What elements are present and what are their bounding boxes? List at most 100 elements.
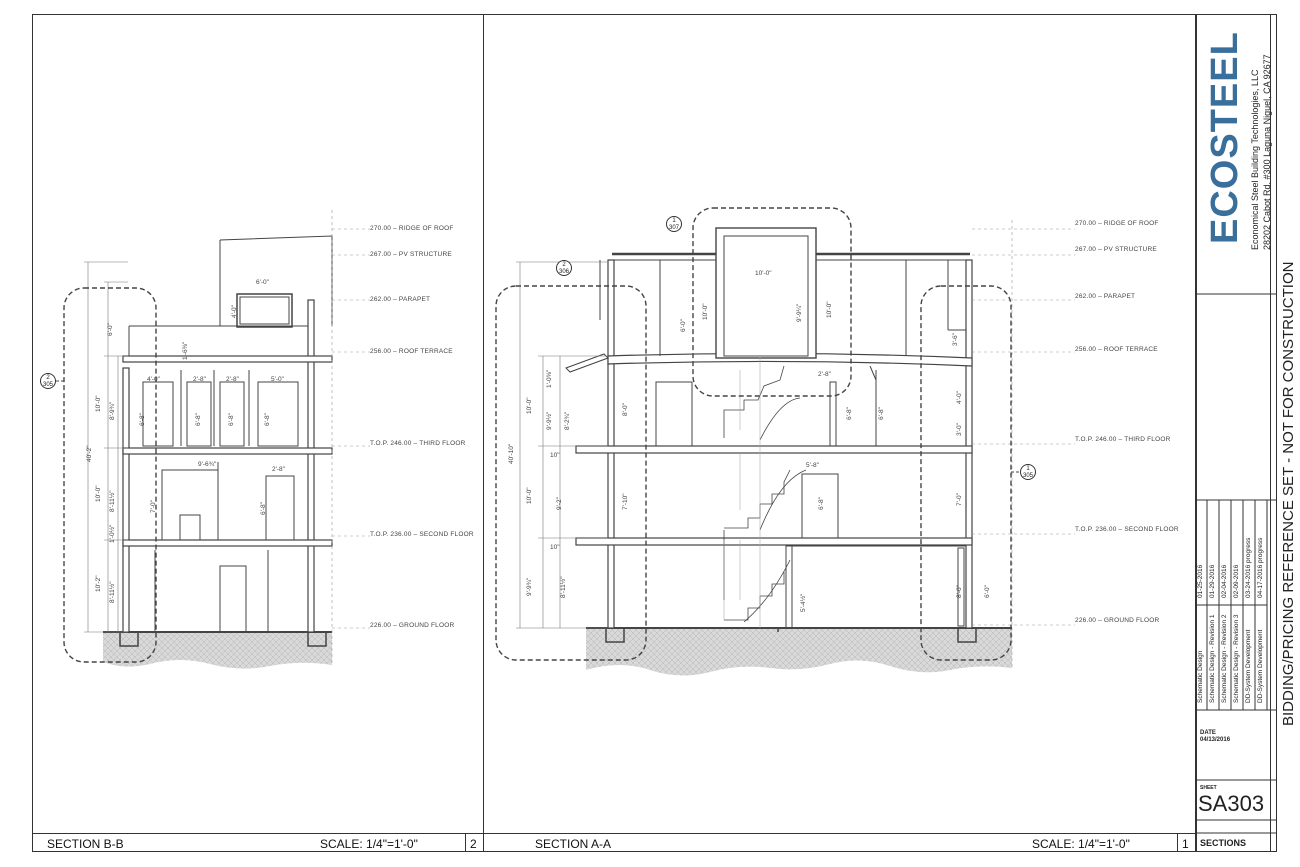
dim-door6-b: 7'-0" [150, 500, 157, 513]
title-block-inner-border [1270, 15, 1271, 851]
level-elev: 262.00 [1075, 293, 1097, 300]
dim-h4-a: 8'-11½" [560, 576, 567, 599]
dim-top-a: 1'-0⅝" [546, 369, 553, 388]
dim-room2-b: 2'-8" [193, 376, 206, 383]
level-label-a-pv: 267.00 – PV STRUCTURE [1075, 246, 1157, 253]
dim-d1-a: 8'-0" [622, 403, 629, 416]
level-label-b-ground: 226.00 – GROUND FLOOR [370, 622, 455, 629]
dim-pv-a: 6'-0" [680, 319, 687, 332]
revision-label: Schematic Design - Revision 3 [1233, 614, 1240, 703]
dim-second-b: 10'-0" [95, 485, 102, 502]
logo-wordmark: ECOSTEEL [1204, 31, 1246, 244]
reference-stamp: BIDDING/PRICING REFERENCE SET - NOT FOR … [1280, 261, 1297, 726]
dim-pent-w-a: 10'-0" [755, 270, 772, 277]
dim-r4-a: 7'-0" [956, 493, 963, 506]
dim-stair-w-a: 2'-8" [818, 371, 831, 378]
level-label-a-roof-terrace: 256.00 – ROOF TERRACE [1075, 346, 1158, 353]
level-label-a-ridge: 270.00 – RIDGE OF ROOF [1075, 220, 1159, 227]
dim-room5-b: 9'-6¾" [198, 461, 217, 468]
level-name: ROOF TERRACE [398, 348, 453, 355]
date-value: 04/13/2016 [1200, 737, 1231, 743]
dim-d6-a: 6'-8" [818, 497, 825, 510]
date-label: DATE [1200, 730, 1216, 736]
level-label-a-second: T.O.P. 236.00 – SECOND FLOOR [1075, 526, 1179, 533]
view-title-section-a: SECTION A-A [535, 837, 612, 851]
level-name: PV STRUCTURE [398, 251, 452, 258]
callout-sheet: 305 [1022, 473, 1033, 479]
revision-label: Schematic Design - Revision 1 [1209, 614, 1216, 703]
sheet-label: SHEET [1200, 785, 1217, 791]
dim-pent-h1-a: 10'-0" [702, 303, 709, 320]
view-divider [483, 15, 484, 851]
level-elev: T.O.P. 246.00 [1075, 436, 1117, 443]
level-label-a-third: T.O.P. 246.00 – THIRD FLOOR [1075, 436, 1171, 443]
level-label-b-pv: 267.00 – PV STRUCTURE [370, 251, 452, 258]
revision-date: 02-09-2016 [1233, 564, 1240, 598]
dim-h3-b: 8'-11½" [109, 581, 116, 604]
sheet-number: SA303 [1198, 791, 1265, 816]
dim-h1-b: 8'-9¾" [109, 401, 116, 420]
dim-parapet-b: 6'-0" [107, 323, 114, 336]
sheet-title: SECTIONS [1200, 838, 1247, 848]
soil-hatch-b [103, 632, 332, 669]
ecosteel-logo: ECOSTEEL [1202, 31, 1246, 246]
revision-label: DD-System Development [1257, 629, 1264, 703]
revision-date: 02-04-2016 [1221, 564, 1228, 598]
revision-label: Schematic Design [1197, 650, 1204, 703]
view-number-section-a: 1 [1182, 837, 1189, 851]
dim-window-w-b: 6'-0" [256, 279, 269, 286]
dim-d4-a: 6'-8" [878, 407, 885, 420]
level-label-b-roof-terrace: 256.00 – ROOF TERRACE [370, 348, 453, 355]
level-elev: T.O.P. 246.00 [370, 440, 412, 447]
dim-room6-b: 2'-8" [272, 466, 285, 473]
revision-label: DD-System Development [1245, 629, 1252, 703]
dim-h2-b: 8'-11½" [109, 490, 116, 513]
level-name: PV STRUCTURE [1103, 246, 1157, 253]
level-label-a-ground: 226.00 – GROUND FLOOR [1075, 617, 1160, 624]
view-scale-section-a: SCALE: 1/4"=1'-0" [1032, 837, 1130, 851]
level-name: PARAPET [398, 296, 431, 303]
dim-door5-b: 6'-8" [260, 502, 267, 515]
level-label-b-parapet: 262.00 – PARAPET [370, 296, 431, 303]
section-a-a [495, 207, 1075, 676]
level-name: THIRD FLOOR [1124, 436, 1171, 443]
dim-room1-b: 4'-0" [147, 376, 160, 383]
view-scale-section-b: SCALE: 1/4"=1'-0" [320, 837, 418, 851]
dim-ground-a: 9'-9¾" [526, 577, 533, 596]
section-b-b [56, 210, 370, 669]
dim-r6-a: 6'-0" [984, 585, 991, 598]
dim-pent-h3-a: 10'-0" [826, 301, 833, 318]
dim-d2-a: 7'-10" [622, 493, 629, 510]
dim-h1-a: 9'-9½" [546, 411, 553, 430]
level-name: PARAPET [1103, 293, 1136, 300]
dim-slab2-a: 10" [550, 544, 560, 551]
level-name: SECOND FLOOR [1124, 526, 1179, 533]
level-elev: 226.00 [370, 622, 392, 629]
revision-label: Schematic Design - Revision 2 [1221, 614, 1228, 703]
level-elev: 267.00 [370, 251, 392, 258]
dim-r5-a: 8'-0" [956, 585, 963, 598]
level-elev: 270.00 [370, 225, 392, 232]
dim-r1-a: 3'-6" [952, 333, 959, 346]
level-name: ROOF TERRACE [1103, 346, 1158, 353]
dim-r2-a: 4'-0" [956, 391, 963, 404]
level-elev: T.O.P. 236.00 [370, 531, 412, 538]
dim-door2-b: 6'-8" [195, 413, 202, 426]
dim-h2-a: 8'-2¾" [564, 411, 571, 430]
dim-slab2-b: 1'-0½" [109, 524, 116, 543]
level-label-b-second: T.O.P. 236.00 – SECOND FLOOR [370, 531, 474, 538]
level-name: THIRD FLOOR [419, 440, 466, 447]
view-number-box-a [1177, 833, 1178, 852]
dim-room3-b: 2'-8" [226, 376, 239, 383]
level-name: GROUND FLOOR [1103, 617, 1160, 624]
revision-date: 01-29-2016 [1209, 564, 1216, 598]
footer-line [33, 833, 1195, 834]
dim-h3-a: 9'-2" [556, 497, 563, 510]
callout-sheet: 305 [42, 382, 53, 388]
detail-boundary-a-left [495, 285, 647, 661]
dim-d5-a: 5'-8" [806, 462, 819, 469]
callout-number: 2 [562, 262, 566, 268]
revision-date: 03-24-2016 progress [1245, 537, 1252, 598]
